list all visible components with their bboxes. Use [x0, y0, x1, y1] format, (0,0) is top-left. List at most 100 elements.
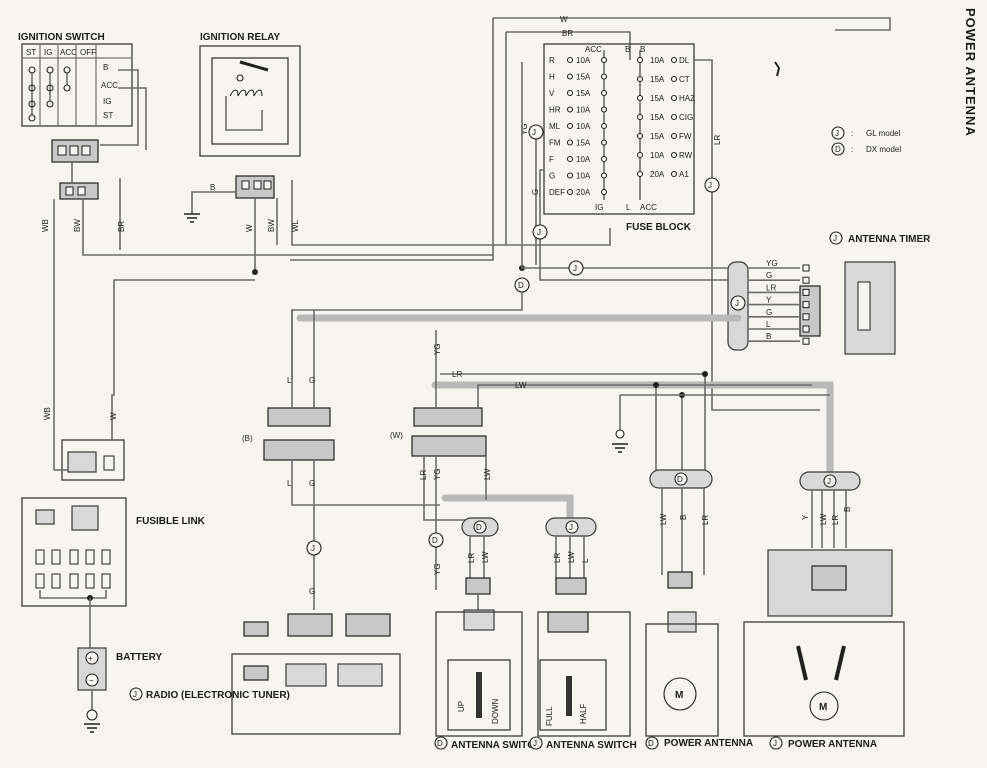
fuse-right-code: CT	[679, 75, 690, 84]
fuse-block-label: FUSE BLOCK	[626, 222, 692, 233]
fuse-left-code: DEF	[549, 188, 565, 197]
fuse-left-term	[566, 172, 574, 179]
ign-row-acc: ACC	[101, 81, 118, 90]
fuse-left-term	[566, 89, 574, 97]
switch-d-mark: D	[437, 739, 443, 748]
fuse-left-term	[566, 56, 574, 64]
label-lr-jsw: LR	[553, 553, 562, 563]
switch-j-mark: J	[533, 739, 537, 748]
conn-b-top	[267, 407, 331, 427]
label-lr-w: LR	[452, 370, 462, 379]
fuse-right-term	[670, 56, 678, 64]
ignition-relay: IGNITION RELAY B W BW WL	[184, 32, 611, 275]
motor-d-label: M	[675, 690, 683, 701]
wire-to-b-conn	[291, 292, 523, 380]
fuse-left-amp: 10A	[576, 172, 591, 181]
label-g-b3: G	[309, 587, 315, 596]
stray-mark	[774, 61, 781, 77]
timer-wire-label: YG	[766, 259, 778, 268]
wire-lr-right	[694, 59, 820, 411]
conn-w-label: (W)	[390, 431, 403, 440]
fuse-left-code: F	[549, 155, 554, 164]
conn-b-label: (B)	[242, 434, 253, 443]
power-antenna-d: D LW B LR M D POWER ANTENNA	[612, 371, 830, 750]
radio-box	[231, 653, 401, 735]
timer-connector	[799, 285, 821, 337]
label-lw-paj: LW	[819, 513, 828, 525]
fuse-right-amp: 10A	[650, 56, 665, 65]
ignition-switch-out-wire-2	[118, 87, 147, 150]
label-relay-bw: BW	[267, 219, 276, 232]
fuse-left-bus-term	[600, 89, 608, 97]
power-antenna-j-label: POWER ANTENNA	[788, 739, 877, 750]
fuse-right-term	[670, 94, 678, 102]
antenna-switch-j-label: ANTENNA SWITCH	[546, 740, 637, 751]
fuse-left-amp: 15A	[576, 89, 591, 98]
label-lr-right: LR	[713, 135, 722, 145]
fuse-right-bus-term	[636, 75, 644, 83]
fuse-right-code: FW	[679, 132, 692, 141]
switch-j-half: HALF	[579, 703, 588, 724]
label-lw-pad: LW	[659, 513, 668, 525]
label-relay-w: W	[245, 224, 254, 232]
power-antenna-j: J Y LW LR B M J POWER ANTENNA	[743, 471, 905, 750]
fuse-right-bus-term	[636, 113, 644, 121]
ignition-relay-label: IGNITION RELAY	[200, 32, 281, 43]
conn-b-bottom	[263, 439, 335, 461]
label-y-paj: Y	[801, 514, 810, 520]
timer-wire-label: G	[766, 271, 772, 280]
label-lr-pad: LR	[701, 515, 710, 525]
clamp-d-switch-mark: D	[476, 523, 482, 532]
fuse-left-term	[566, 139, 574, 146]
marker-d-yg: D	[432, 536, 438, 545]
radio: J RADIO (ELECTRONIC TUNER)	[129, 613, 401, 735]
battery: + − BATTERY	[77, 647, 162, 733]
label-yg-fuse: YG	[520, 123, 529, 135]
fuse-left-amp: 10A	[576, 56, 591, 65]
fuse-top-acc: ACC	[585, 45, 602, 54]
ignition-switch-box	[21, 43, 133, 127]
fuse-right-code: RW	[679, 151, 693, 160]
timer-pin	[802, 313, 810, 321]
timer-wire-label: L	[766, 320, 771, 329]
fuse-right-amp: 10A	[650, 151, 665, 160]
connector-b: (B) L G L G J G	[242, 310, 440, 610]
fuse-right-term	[670, 132, 678, 140]
legend-colon-1: :	[851, 129, 853, 138]
fuse-top-b2: B	[640, 45, 645, 54]
ground-symbol-d	[612, 443, 628, 453]
fuse-left-code: H	[549, 73, 555, 82]
wire-lw-w	[477, 384, 812, 408]
main-harness	[296, 314, 834, 534]
fusible-link-label: FUSIBLE LINK	[136, 516, 206, 527]
label-l-b: L	[287, 376, 292, 385]
label-wire-w: W	[560, 15, 568, 24]
fuse-right-code: A1	[679, 170, 689, 179]
label-yg-w3: YG	[433, 563, 442, 575]
fuse-output-wires: YG J G J D LR J J	[291, 59, 820, 411]
wire-w-fusible	[111, 279, 255, 440]
wire-br-top	[506, 31, 631, 60]
timer-wire-label: Y	[766, 296, 772, 305]
radio-j-mark: J	[133, 690, 137, 699]
fuse-right-bus-term	[636, 170, 644, 178]
timer-clamp-j: J	[735, 299, 739, 308]
legend-colon-2: :	[851, 145, 853, 154]
wire-w-top	[493, 17, 891, 31]
label-lw-w: LW	[515, 381, 527, 390]
marker-d-fuse: D	[518, 281, 524, 290]
wire-yg-bus	[521, 62, 730, 269]
ign-row-b: B	[103, 63, 108, 72]
power-antenna-j-box	[743, 621, 905, 737]
fuse-right-amp: 15A	[650, 75, 665, 84]
label-b-pad: B	[679, 515, 688, 520]
wire-l-b-out	[291, 460, 440, 506]
ignition-switch-out-wire	[100, 69, 139, 146]
switch-j-lever	[566, 676, 572, 716]
ign-row-st: ST	[103, 111, 113, 120]
fuse-left-code: ML	[549, 122, 561, 131]
fuse-left-term	[566, 155, 574, 163]
